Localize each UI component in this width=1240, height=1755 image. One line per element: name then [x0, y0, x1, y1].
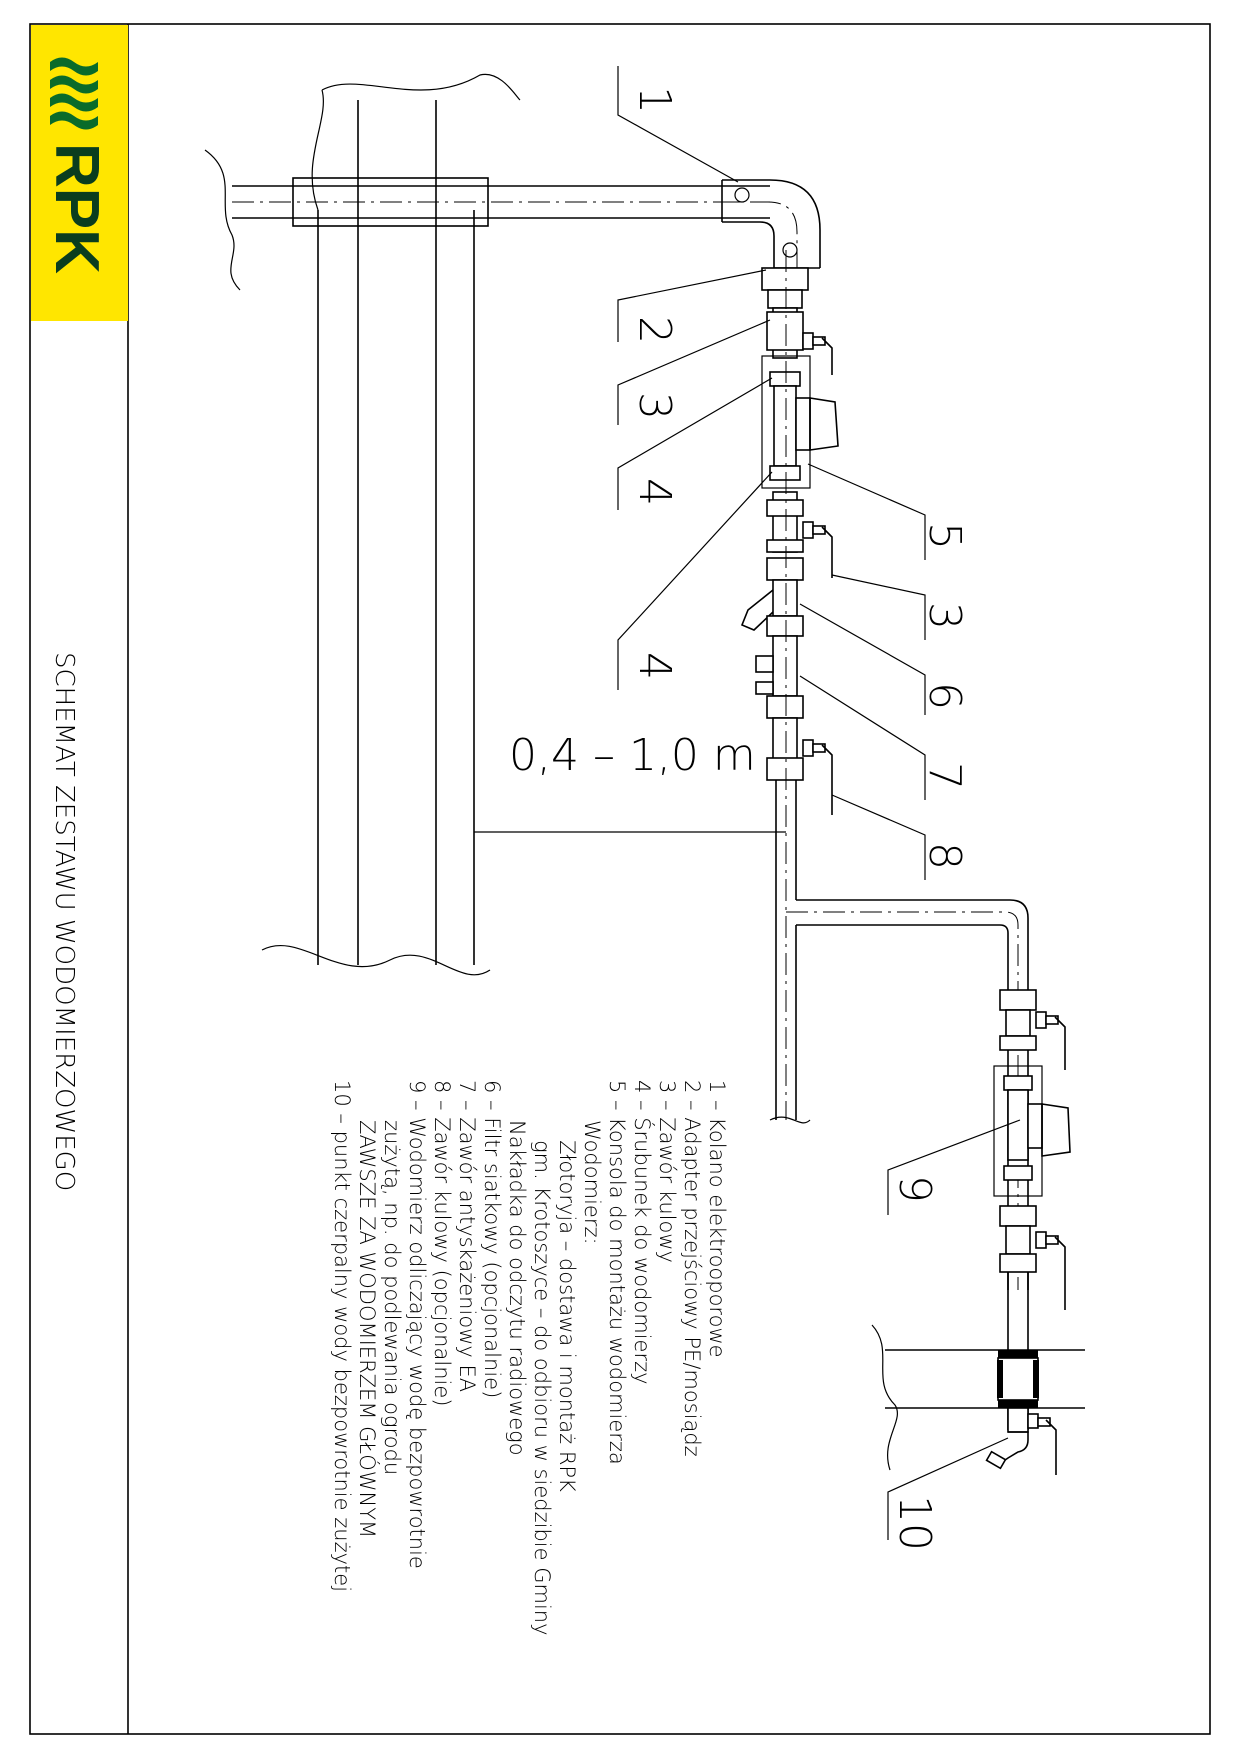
- callout-4-lower: 4: [629, 652, 680, 680]
- legend-line: Złotoryja – dostawa i montaż RPK: [555, 1080, 579, 1492]
- legend-line: Nakładka do odczytu radiowego: [505, 1080, 529, 1456]
- sub-meter-assembly: [993, 989, 1071, 1430]
- logo-waves-icon: [50, 57, 98, 130]
- exterior-wall: [871, 1324, 1085, 1471]
- callout-4-upper: 4: [629, 478, 680, 506]
- callout-2: 2: [629, 316, 680, 344]
- callout-10: 10: [889, 1495, 940, 1551]
- supply-pipe: [232, 185, 770, 219]
- callout-8: 8: [919, 842, 970, 870]
- drawing-title: SCHEMAT ZESTAWU WODOMIERZOWEGO: [49, 652, 79, 1191]
- building-wall: [261, 73, 521, 976]
- callout-5: 5: [919, 522, 970, 550]
- callout-numbers: 1 2 3 4 4 5 3 6 7 8 9 10: [629, 86, 970, 1551]
- legend-line: 3 – Zawór kulowy: [655, 1080, 679, 1263]
- rpk-logo: RPK: [31, 25, 128, 321]
- main-meter-assembly: [740, 250, 839, 1124]
- legend-line: 2 – Adapter przejściowy PE/mosiądz: [680, 1080, 704, 1457]
- legend-line: gm. Krotoszyce – do odbioru w siedzibie …: [530, 1080, 554, 1636]
- legend-line: Wodomierz:: [580, 1080, 604, 1245]
- legend-line: 9 – Wodomierz odliczający wodę bezpowrot…: [405, 1080, 429, 1569]
- draw-off-tap: [985, 1407, 1057, 1475]
- legend-line: ZAWSZE ZA WODOMIERZEM GŁÓWNYM: [355, 1080, 380, 1538]
- callout-7: 7: [919, 762, 970, 790]
- sheet-frame: [29, 23, 1211, 1735]
- legend-line: 4 – Śrubunek do wodomierzy: [630, 1080, 655, 1385]
- logo-background: [31, 25, 128, 321]
- legend-line: zużytą, np. do podlewania ogrodu: [380, 1080, 404, 1475]
- dimension-label: 0,4 – 1,0 m: [509, 730, 756, 781]
- garden-branch-pipe: [786, 899, 1029, 1290]
- callout-1: 1: [629, 86, 680, 114]
- callout-leaders: [617, 66, 1021, 1540]
- legend-line: 10 – punkt czerpalny wody bezpowrotnie z…: [330, 1080, 354, 1592]
- legend-line: 5 – Konsola do montażu wodomierza: [605, 1080, 629, 1465]
- logo-brand-text: RPK: [42, 143, 111, 274]
- legend-line: 1 – Kolano elektrooporowe: [705, 1080, 729, 1358]
- legend-line: 8 – Zawór kulowy (opcjonalnie): [430, 1080, 454, 1406]
- callout-6: 6: [919, 682, 970, 710]
- legend-line: 6 – Filtr siatkowy (opcjonalnie): [480, 1080, 504, 1398]
- electrofusion-elbow: [721, 179, 821, 269]
- callout-3-upper: 3: [629, 392, 680, 420]
- callout-9: 9: [889, 1175, 940, 1203]
- pipe-break-mark: [204, 149, 241, 291]
- legend-line: 7 – Zawór antyskażeniowy EA: [455, 1080, 479, 1392]
- legend: 1 – Kolano elektrooporowe 2 – Adapter pr…: [330, 1080, 729, 1636]
- callout-3-lower: 3: [919, 602, 970, 630]
